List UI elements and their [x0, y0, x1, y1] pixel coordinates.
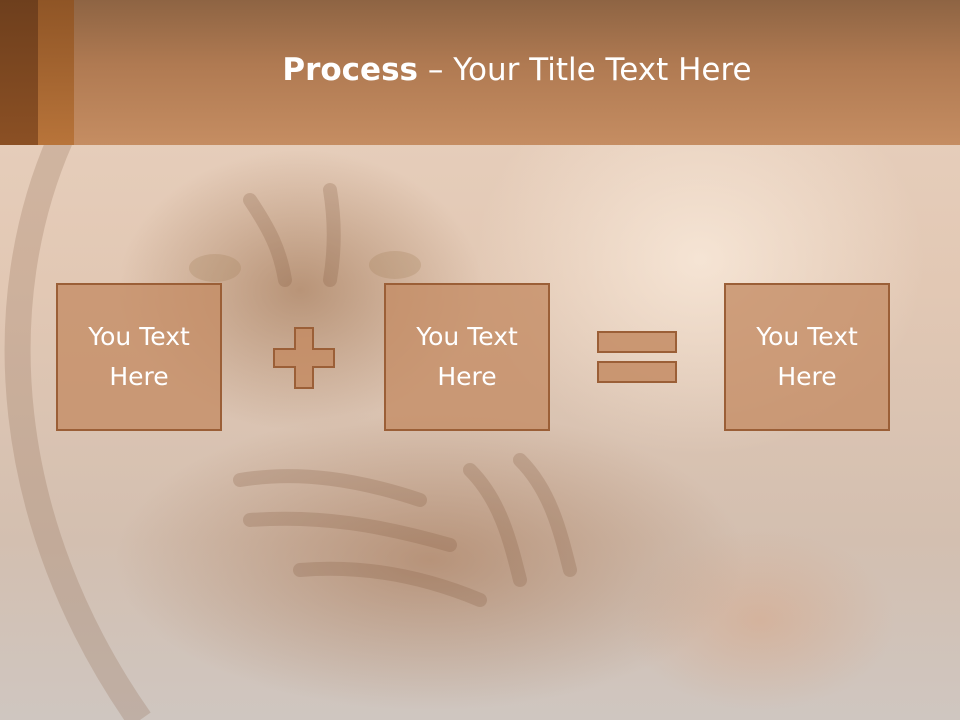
title-rest: – Your Title Text Here: [418, 52, 752, 88]
header-accent-light: [38, 0, 74, 145]
plus-icon: [273, 327, 335, 389]
equals-icon: [597, 331, 677, 383]
slide-title[interactable]: Process – Your Title Text Here: [74, 52, 960, 88]
title-banner: Process – Your Title Text Here: [0, 0, 960, 145]
header-accent-dark: [0, 0, 38, 145]
title-bold: Process: [282, 52, 418, 88]
step-2-text: You Text Here: [416, 322, 518, 391]
process-step-1[interactable]: You Text Here: [56, 283, 222, 431]
step-3-text: You Text Here: [756, 322, 858, 391]
process-result[interactable]: You Text Here: [724, 283, 890, 431]
process-step-2[interactable]: You Text Here: [384, 283, 550, 431]
step-1-text: You Text Here: [88, 322, 190, 391]
